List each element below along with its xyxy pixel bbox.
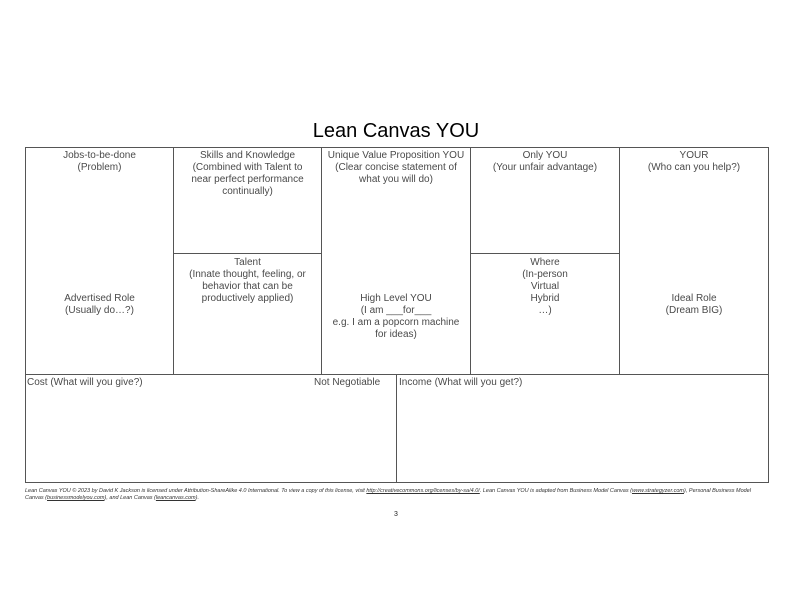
not-negotiable-label: Not Negotiable <box>314 377 381 388</box>
footer-text-5: ). <box>195 495 199 501</box>
where-label: Where (In-person Virtual Hybrid …) <box>522 257 568 316</box>
businessmodelyou-link[interactable]: businessmodelyou.com <box>47 495 105 501</box>
strategyzer-link[interactable]: www.strategyzer.com <box>631 488 685 494</box>
page-number: 3 <box>394 511 398 518</box>
income-box[interactable] <box>396 374 769 483</box>
your-box[interactable] <box>619 147 769 375</box>
jobs-to-be-done-box[interactable] <box>25 147 174 375</box>
high-level-you-label: High Level YOU (I am ___for___ e.g. I am… <box>332 293 460 340</box>
leancanvas-link[interactable]: leancanvas.com <box>155 495 196 501</box>
footer-text-1: Lean Canvas YOU © 2023 by David K Jackso… <box>25 488 367 494</box>
cost-label: Cost (What will you give?) <box>27 377 143 388</box>
page-title: Lean Canvas YOU <box>312 120 480 142</box>
only-you-label: Only YOU (Your unfair advantage) <box>492 150 598 173</box>
license-footer: Lean Canvas YOU © 2023 by David K Jackso… <box>25 488 765 502</box>
footer-text-3: ), Personal Business Model Canvas ( <box>25 488 751 501</box>
cost-box[interactable] <box>25 374 397 483</box>
creative-commons-link[interactable]: http://creativecommons.org/licenses/by-s… <box>366 488 480 494</box>
income-label: Income (What will you get?) <box>399 377 523 388</box>
footer-text-4: ), and Lean Canvas ( <box>104 495 156 501</box>
footer-text-2: . Lean Canvas YOU is adapted from Busine… <box>479 488 632 494</box>
jobs-to-be-done-label: Jobs-to-be-done (Problem) <box>63 150 136 173</box>
unique-value-proposition-label: Unique Value Proposition YOU (Clear conc… <box>327 150 465 185</box>
skills-knowledge-label: Skills and Knowledge (Combined with Tale… <box>191 150 304 197</box>
your-label: YOUR (Who can you help?) <box>647 150 741 173</box>
ideal-role-label: Ideal Role (Dream BIG) <box>665 293 723 316</box>
talent-label: Talent (Innate thought, feeling, or beha… <box>189 257 306 304</box>
advertised-role-label: Advertised Role (Usually do…?) <box>64 293 135 316</box>
